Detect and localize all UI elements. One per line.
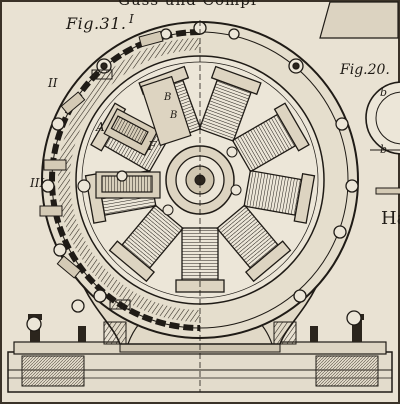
part-label-b-lower: B <box>170 110 178 121</box>
figure-20-label: Fig.20. <box>340 62 390 78</box>
top-right-fragment <box>319 1 399 39</box>
part-label-a: A <box>96 120 105 134</box>
right-edge-text: Ha <box>381 208 400 229</box>
brush-holders <box>39 30 164 310</box>
figure-31-label: Fig.31. <box>66 14 127 33</box>
roman-label-1: I <box>129 12 134 26</box>
roman-label-2: II <box>48 76 58 90</box>
fig20-label-b-upper: b <box>380 86 388 99</box>
brush-arms-left <box>77 75 192 199</box>
fig20-label-b-lower: b <box>380 143 388 156</box>
brush-ring-left <box>49 29 201 331</box>
fig20-machine <box>365 81 400 195</box>
header-text: Guss und Compr <box>118 0 260 9</box>
roman-label-3: III <box>30 176 45 190</box>
part-label-b-upper: B <box>164 92 172 103</box>
part-label-f: F <box>148 139 157 153</box>
